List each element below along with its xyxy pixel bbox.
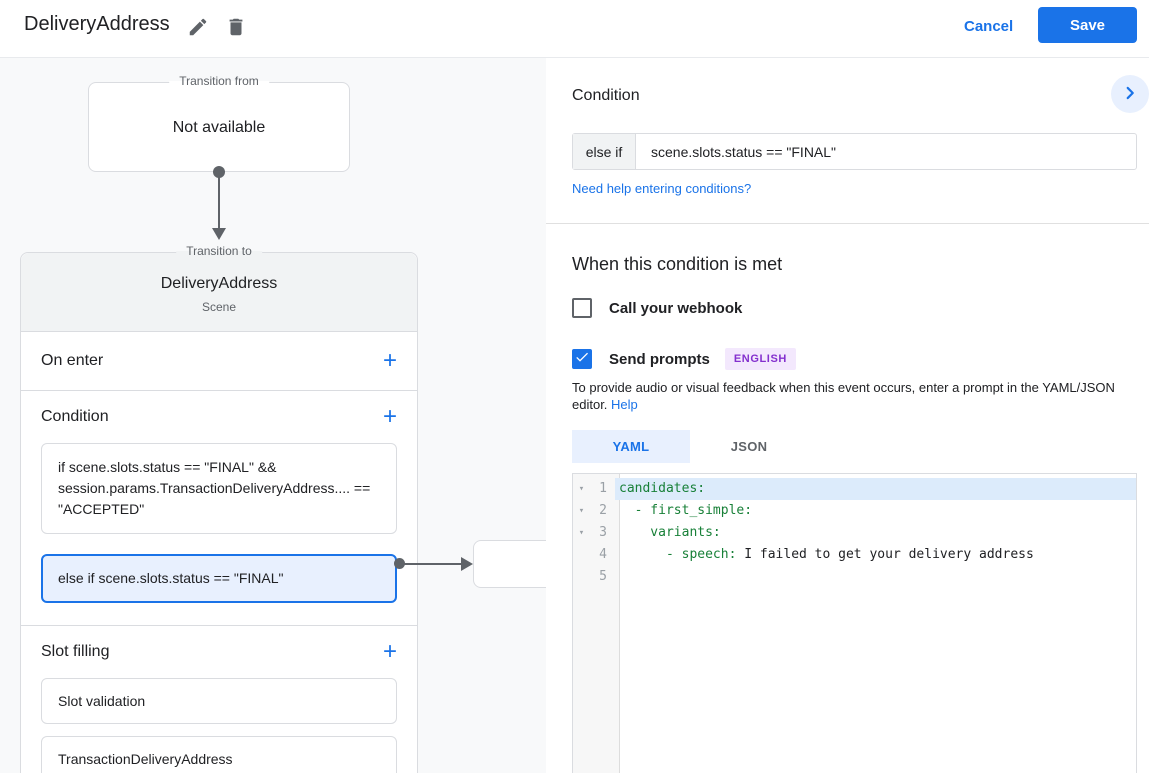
pencil-icon: [187, 16, 209, 41]
scene-card-header[interactable]: DeliveryAddress Scene: [21, 253, 417, 332]
tab-yaml[interactable]: YAML: [572, 430, 690, 463]
editor-line: ▾ 2 - first_simple:: [573, 500, 1136, 522]
transition-from-box[interactable]: Transition from Not available: [88, 74, 350, 172]
code-line[interactable]: - speech: I failed to get your delivery …: [615, 544, 1136, 566]
condition-item-list: if scene.slots.status == "FINAL" && sess…: [41, 443, 397, 603]
help-link[interactable]: Help: [611, 397, 638, 412]
code-line[interactable]: [615, 566, 1136, 588]
scene-name: DeliveryAddress: [160, 275, 278, 292]
condition-item[interactable]: if scene.slots.status == "FINAL" && sess…: [41, 443, 397, 534]
slot-item[interactable]: Slot validation: [41, 678, 397, 724]
line-number: 4: [599, 547, 607, 562]
send-prompts-checkbox[interactable]: [572, 349, 592, 369]
code-segment: - speech:: [619, 547, 737, 562]
add-condition-icon[interactable]: +: [382, 403, 397, 430]
editor-format-tabs: YAML JSON: [572, 430, 808, 463]
code-segment: I failed to get your delivery address: [736, 547, 1034, 562]
transition-from-legend: Transition from: [169, 74, 269, 88]
add-on-enter-icon[interactable]: +: [382, 347, 397, 374]
condition-expression-input[interactable]: scene.slots.status == "FINAL": [651, 143, 837, 160]
trash-icon: [225, 16, 247, 41]
language-badge: ENGLISH: [724, 348, 796, 370]
fold-spacer: [573, 544, 590, 566]
transition-arrowhead-icon: [212, 228, 226, 240]
top-bar: DeliveryAddress Cancel Save: [0, 0, 1149, 58]
transition-from-text: Not available: [172, 119, 266, 136]
page-title: DeliveryAddress: [24, 13, 170, 35]
code-segment: variants:: [619, 525, 721, 540]
fold-arrow-icon[interactable]: ▾: [578, 506, 585, 516]
code-segment: - first_simple:: [619, 503, 753, 518]
delete-scene-button[interactable]: [221, 13, 251, 43]
call-webhook-label: Call your webhook: [609, 299, 743, 317]
editor-gutter: [573, 474, 620, 773]
editor-lines: ▾ 1 candidates: ▾ 2 - first_simple: ▾ 3 varian…: [573, 478, 1136, 588]
fold-arrow-icon[interactable]: ▾: [578, 484, 585, 494]
fold-arrow-icon[interactable]: ▾: [578, 528, 585, 538]
chevron-right-icon: [1119, 82, 1141, 107]
scene-card: Transition to DeliveryAddress Scene On e…: [20, 244, 418, 773]
call-webhook-checkbox[interactable]: [572, 298, 592, 318]
checkmark-icon: [574, 349, 590, 370]
panel-divider: [546, 223, 1149, 224]
editor-line: 4 - speech: I failed to get your deliver…: [573, 544, 1136, 566]
condition-prefix: else if: [573, 134, 636, 169]
condition-editor-panel: Condition else if scene.slots.status == …: [546, 58, 1149, 773]
editor-line: 5: [573, 566, 1136, 588]
editor-line: ▾ 3 variants:: [573, 522, 1136, 544]
on-enter-label: On enter: [41, 352, 104, 369]
line-number: 2: [599, 503, 607, 518]
condition-section-label: Condition: [41, 408, 109, 425]
condition-help-link[interactable]: Need help entering conditions?: [572, 181, 752, 196]
code-line[interactable]: - first_simple:: [615, 500, 1136, 522]
line-number: 5: [599, 569, 607, 584]
code-line[interactable]: candidates:: [615, 478, 1136, 500]
send-prompts-label: Send prompts: [609, 350, 710, 368]
slot-filling-section-label: Slot filling: [41, 643, 110, 660]
code-line[interactable]: variants:: [615, 522, 1136, 544]
line-number: 3: [599, 525, 607, 540]
condition-expression-field: else if scene.slots.status == "FINAL": [572, 133, 1137, 170]
cancel-button[interactable]: Cancel: [952, 8, 1025, 44]
add-slot-icon[interactable]: +: [382, 638, 397, 665]
when-met-title: When this condition is met: [572, 254, 783, 274]
condition-connector-dot: [394, 558, 405, 569]
transition-to-legend: Transition to: [176, 244, 262, 258]
yaml-editor[interactable]: ▾ 1 candidates: ▾ 2 - first_simple: ▾ 3 varian…: [572, 473, 1137, 773]
transition-target-box[interactable]: [473, 540, 546, 588]
fold-spacer: [573, 566, 590, 588]
edit-title-button[interactable]: [183, 13, 213, 43]
prompt-description-text: To provide audio or visual feedback when…: [572, 380, 1115, 412]
condition-section: Condition + if scene.slots.status == "FI…: [21, 391, 417, 626]
tab-json[interactable]: JSON: [730, 439, 768, 454]
transition-arrow-line: [218, 172, 220, 230]
slot-item[interactable]: TransactionDeliveryAddress: [41, 736, 397, 773]
on-enter-row[interactable]: On enter +: [21, 332, 417, 391]
editor-line: ▾ 1 candidates:: [573, 478, 1136, 500]
prompt-description: To provide audio or visual feedback when…: [572, 379, 1139, 413]
line-number: 1: [599, 481, 607, 496]
code-segment: candidates:: [619, 481, 706, 496]
condition-item-selected[interactable]: else if scene.slots.status == "FINAL": [41, 554, 397, 603]
collapse-panel-button[interactable]: [1111, 75, 1149, 113]
condition-arrowhead-icon: [461, 557, 473, 571]
condition-connector-line: [403, 563, 463, 565]
save-button[interactable]: Save: [1038, 7, 1137, 43]
panel-title: Condition: [572, 87, 640, 104]
scene-type-label: Scene: [201, 300, 237, 314]
scene-graph-canvas: Transition from Not available Transition…: [0, 58, 546, 773]
